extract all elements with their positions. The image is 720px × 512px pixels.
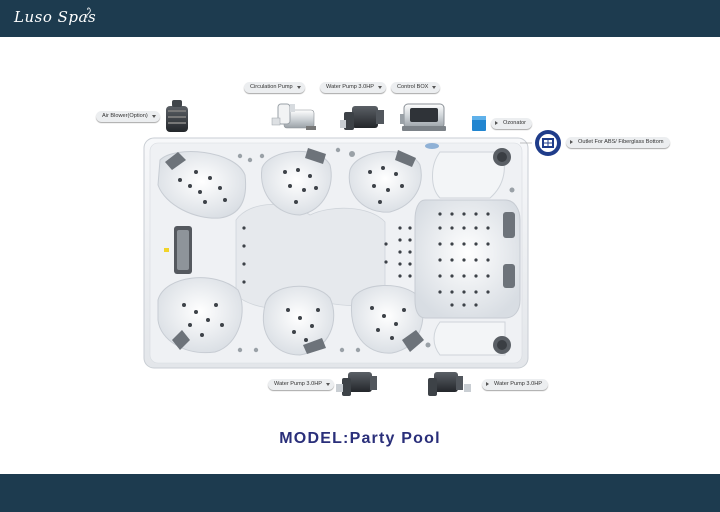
seat-bottom-middle bbox=[263, 285, 335, 356]
model-title: MODEL:Party Pool bbox=[279, 430, 441, 447]
label-water-pump-bottom-left: Water Pump 3.0HP bbox=[268, 379, 334, 390]
water-pump-icon bbox=[340, 106, 384, 130]
seat-bottom-right bbox=[350, 285, 424, 354]
water-pump-bottom-right-icon bbox=[428, 372, 471, 396]
circulation-pump-icon bbox=[271, 103, 316, 130]
control-button bbox=[425, 143, 439, 149]
headrest-pillows bbox=[165, 148, 515, 354]
waterfall-panel bbox=[164, 226, 192, 274]
label-circulation-pump-text: Circulation Pump bbox=[250, 84, 293, 90]
label-water-pump-bottom-left-text: Water Pump 3.0HP bbox=[274, 381, 322, 387]
label-water-pump-bottom-right-text: Water Pump 3.0HP bbox=[494, 381, 542, 387]
label-outlet-text: Outlet For ABS/ Fiberglass Bottom bbox=[578, 139, 664, 145]
label-circulation-pump: Circulation Pump bbox=[244, 82, 305, 93]
label-water-pump-top-text: Water Pump 3.0HP bbox=[326, 84, 374, 90]
label-ozonator: Ozonator bbox=[491, 118, 533, 129]
label-air-blower: Air Blower(Option) bbox=[96, 111, 160, 122]
label-water-pump-bottom-right: Water Pump 3.0HP bbox=[482, 379, 548, 390]
logo-flourish-icon bbox=[86, 7, 91, 19]
header-bar: Luso Spas bbox=[0, 0, 720, 37]
seat-top-right bbox=[348, 151, 422, 213]
seat-top-middle bbox=[261, 151, 332, 216]
air-blower-icon bbox=[166, 100, 188, 132]
label-outlet: Outlet For ABS/ Fiberglass Bottom bbox=[566, 137, 670, 148]
label-water-pump-top: Water Pump 3.0HP bbox=[320, 82, 386, 93]
ozonator-icon bbox=[472, 116, 486, 131]
water-pump-bottom-left-icon bbox=[336, 372, 377, 396]
label-ozonator-text: Ozonator bbox=[503, 120, 527, 126]
label-control-box: Control BOX bbox=[391, 82, 441, 93]
lounger-seat bbox=[414, 151, 521, 356]
logo: Luso Spas bbox=[14, 8, 97, 26]
label-control-box-text: Control BOX bbox=[397, 84, 429, 90]
jets bbox=[178, 166, 490, 342]
seat-bottom-left bbox=[157, 277, 243, 354]
control-box-icon bbox=[400, 103, 446, 131]
label-air-blower-text: Air Blower(Option) bbox=[102, 113, 148, 119]
drain-outlet-icon bbox=[535, 130, 561, 156]
footer-bar bbox=[0, 474, 720, 512]
